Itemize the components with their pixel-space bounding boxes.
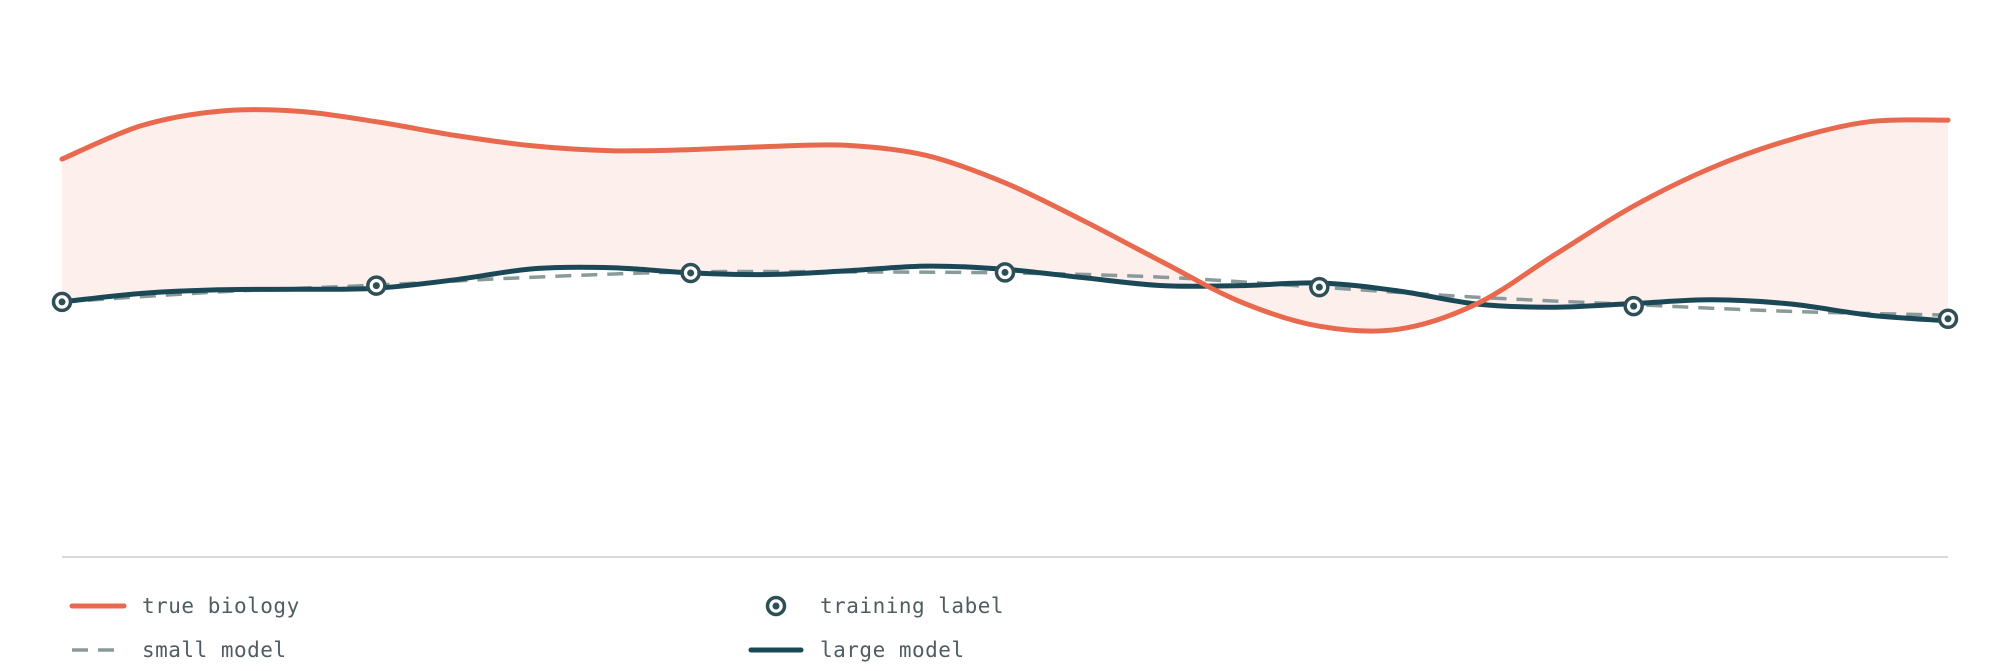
training-label-point-dot xyxy=(372,282,380,290)
legend-label-small-model: small model xyxy=(142,638,287,662)
training-label-point xyxy=(1937,308,1959,330)
true-biology-line xyxy=(59,107,1951,334)
training-label-point xyxy=(1623,295,1644,317)
training-label-point-dot xyxy=(1315,283,1323,291)
training-label-point-dot xyxy=(687,269,695,277)
legend-item-true-biology: true biology xyxy=(69,594,300,618)
legend-label-true-biology: true biology xyxy=(142,594,300,618)
legend: true biology training label small model … xyxy=(69,594,1004,662)
legend-swatch-training-label-dot xyxy=(772,602,780,610)
training-label-markers xyxy=(51,262,1959,330)
legend-item-training-label: training label xyxy=(765,594,1004,618)
training-label-point xyxy=(1309,276,1330,298)
training-label-point-dot xyxy=(1630,302,1638,310)
training-label-point-dot xyxy=(1944,315,1952,323)
gap-fill-area xyxy=(62,109,1948,332)
training-label-point xyxy=(366,275,387,296)
legend-label-large-model: large model xyxy=(820,638,965,662)
training-label-point xyxy=(51,291,73,313)
legend-label-training-label: training label xyxy=(820,594,1004,618)
training-label-point xyxy=(994,262,1016,283)
legend-item-large-model: large model xyxy=(748,638,965,662)
training-label-point xyxy=(680,262,701,284)
training-label-point-dot xyxy=(58,298,66,306)
legend-item-small-model: small model xyxy=(72,638,287,662)
training-label-point-dot xyxy=(1001,268,1009,276)
